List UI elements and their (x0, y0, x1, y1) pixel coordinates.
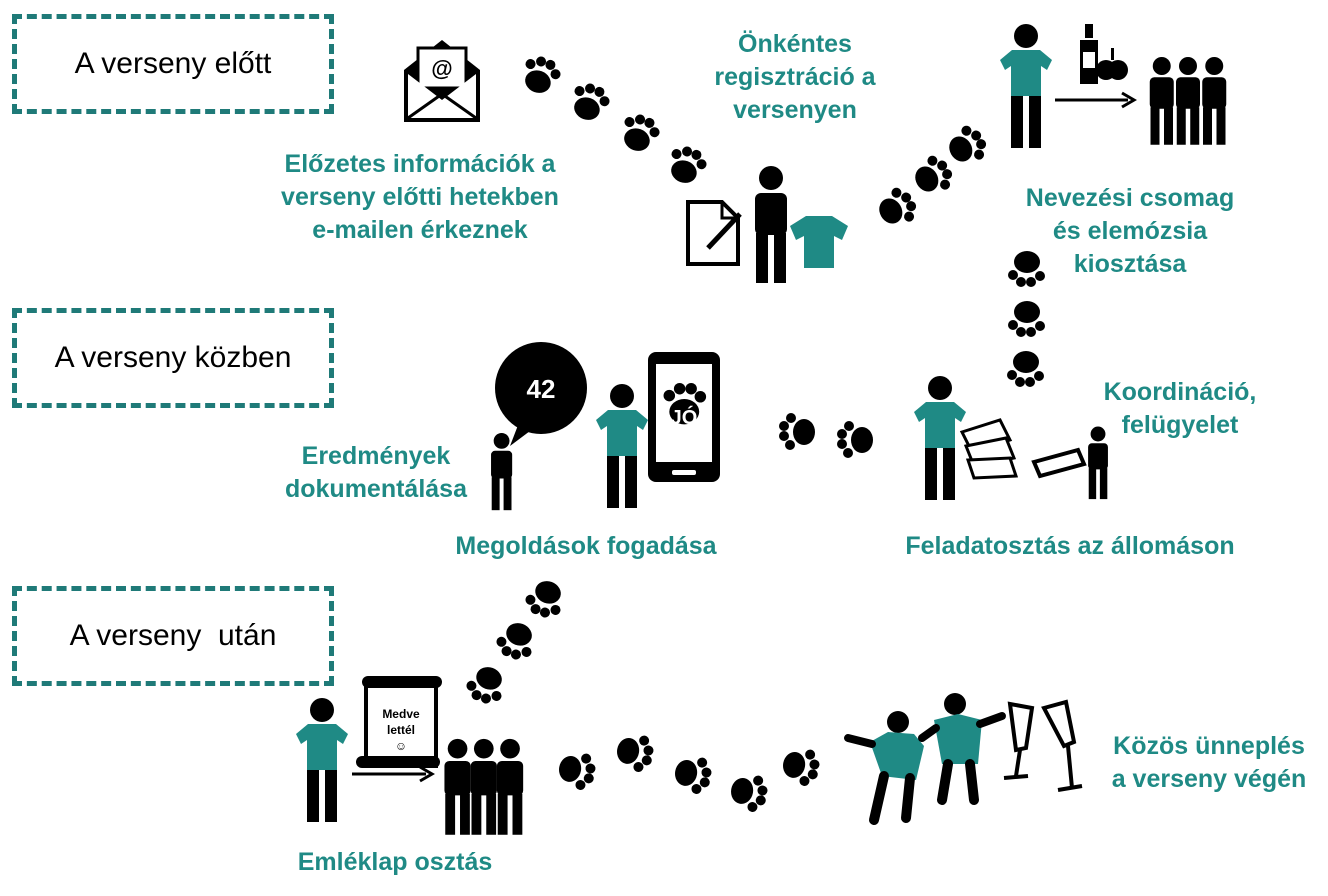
dancer-figure (844, 711, 924, 825)
paw-print (521, 575, 569, 623)
certificate-smiley: ☺ (395, 739, 407, 753)
card-on-ground-icon (1031, 447, 1087, 479)
step-results: Eredmények dokumentálása (270, 440, 482, 506)
certificate-line-2: lettél (387, 723, 415, 737)
step-package: Nevezési csomag és elemózsia kiosztása (1010, 182, 1250, 281)
result-recorder-figure (491, 432, 513, 511)
svg-text:@: @ (431, 56, 452, 81)
step-certificate: Emléklap osztás (270, 846, 520, 879)
step-text: verseny előtti hetekben (281, 183, 559, 211)
step-text: Közös ünneplés (1113, 732, 1305, 760)
paw-print (555, 749, 598, 793)
paw-print (663, 141, 711, 189)
phase-during: A verseny közben (12, 308, 334, 408)
paw-print (613, 731, 656, 775)
paw-print (566, 78, 614, 126)
paw-print (462, 661, 510, 709)
arrow-right-icon (352, 765, 435, 783)
step-registration: Önkéntes regisztráció a versenyen (695, 28, 895, 127)
paw-print (727, 771, 770, 815)
step-text: Eredmények (301, 442, 451, 470)
step-solutions: Megoldások fogadása (436, 530, 736, 563)
paw-print (779, 745, 822, 789)
participants-group-icon (444, 738, 524, 835)
step-text: Előzetes információk a (284, 150, 556, 178)
step-coordination: Koordináció, felügyelet (1090, 376, 1270, 442)
paw-print (492, 617, 540, 665)
arrow-right-icon (1055, 91, 1137, 109)
paw-print (1007, 351, 1044, 387)
certificate-scroll-icon: Medve lettél ☺ (356, 676, 442, 768)
smartphone-icon: JÓ (648, 352, 720, 482)
paw-print (837, 421, 873, 458)
document-icon (686, 200, 742, 266)
volunteer-figure (755, 166, 787, 283)
paw-print (616, 109, 664, 157)
step-task-distribution: Feladatosztás az állomáson (880, 530, 1260, 563)
phase-after: A verseny után (12, 586, 334, 686)
certificate-giver-figure (296, 698, 348, 822)
step-text: felügyelet (1121, 411, 1239, 439)
phone-screen-text: JÓ (671, 405, 698, 429)
speech-bubble-icon: 42 (495, 342, 587, 446)
distributor-figure (1000, 24, 1052, 148)
bubble-number: 42 (527, 374, 556, 404)
step-text: e-mailen érkeznek (312, 216, 528, 244)
step-text: Önkéntes (738, 30, 852, 58)
step-text: regisztráció a (714, 63, 876, 91)
phase-during-label: A verseny közben (54, 341, 292, 374)
phase-before: A verseny előtt (12, 14, 334, 114)
phase-after-label: A verseny után (69, 619, 277, 652)
step-text: Megoldások fogadása (455, 532, 717, 560)
solution-receiver-figure (596, 384, 648, 508)
station-master-figure (914, 376, 966, 500)
step-text: versenyen (733, 96, 857, 124)
paw-print (517, 51, 565, 99)
paw-print (872, 182, 922, 233)
step-email-info: Előzetes információk a verseny előtti he… (255, 148, 585, 247)
task-cards-icon (959, 418, 1019, 480)
paw-print (1008, 301, 1045, 337)
step-text: kiosztása (1073, 250, 1187, 278)
step-text: Feladatosztás az állomáson (905, 532, 1235, 560)
apple-icon (1096, 48, 1128, 80)
certificate-line-1: Medve (382, 707, 420, 721)
step-text: Koordináció, (1103, 378, 1257, 406)
dancer-figure (918, 693, 1006, 805)
participants-group-icon (1149, 57, 1227, 145)
step-text: és elemózsia (1052, 217, 1208, 245)
step-text: dokumentálása (284, 475, 467, 503)
step-text: Nevezési csomag (1025, 184, 1235, 212)
paw-print (671, 753, 714, 797)
phase-before-label: A verseny előtt (74, 47, 272, 80)
bottle-icon (1080, 24, 1098, 84)
paw-print (908, 150, 958, 201)
paw-print (942, 120, 992, 171)
step-text: Emléklap osztás (297, 848, 493, 876)
champagne-glasses-icon (1003, 699, 1083, 792)
paw-print (779, 413, 815, 450)
step-text: a verseny végén (1111, 765, 1307, 793)
email-icon: @ (404, 40, 480, 122)
step-celebration: Közös ünneplés a verseny végén (1094, 730, 1324, 796)
tshirt-icon (790, 216, 848, 268)
